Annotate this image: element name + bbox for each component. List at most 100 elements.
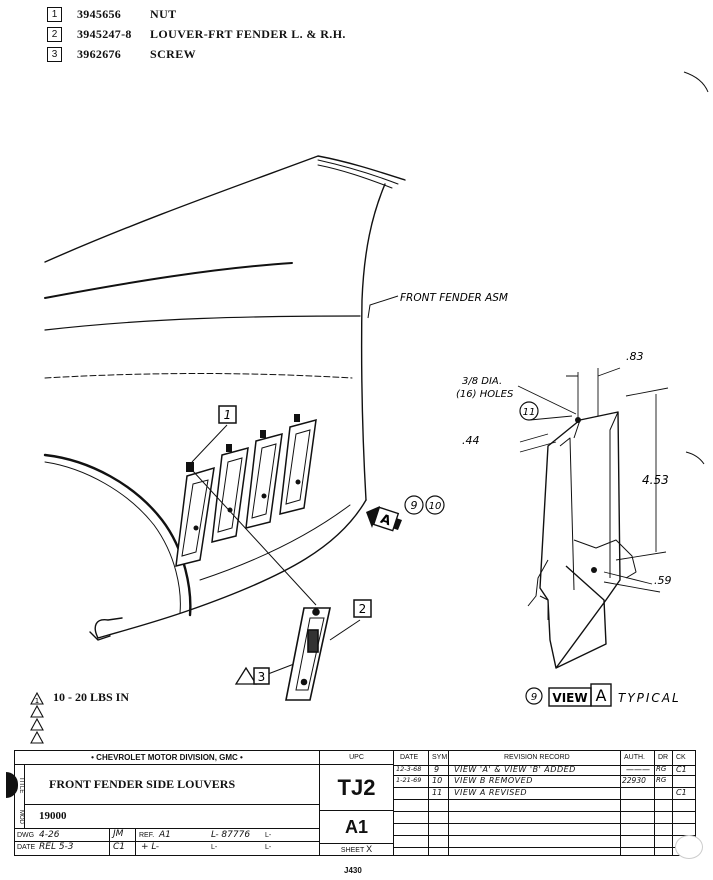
revision-header: DATE SYM REVISION RECORD AUTH. DR CK [394,751,696,766]
l-blank: L- [265,832,272,839]
rev-header-record: REVISION RECORD [504,754,570,761]
sheet-code: A1 [319,811,393,843]
revision-row: 12-3-68 9 VIEW 'A' & VIEW 'B' ADDED ——— … [394,765,696,776]
fender-drawing: A 1 2 3 9 10 FRONT FENDER ASM 11 3/ [30,71,709,744]
dwg-label: DWG [17,832,35,839]
fender-rear-edge [360,183,386,501]
rev-9-circle [404,495,424,515]
item-1-box [218,405,237,424]
louvers [175,418,317,567]
rel-initials: C1 [113,842,126,852]
view-letter: A [596,686,607,705]
rev-sym: 9 [434,765,440,774]
l-blank: L- [265,844,272,851]
view-label: VIEW [552,691,587,705]
item-11-circle [519,401,539,421]
part-description: LOUVER-FRT FENDER L. & R.H. [150,26,346,41]
parts-list: 1 3945656 NUT 2 3945247-8 LOUVER-FRT FEN… [47,4,346,64]
rev-record: VIEW A REVISED [454,788,528,797]
rev-header-dr: DR [658,754,669,761]
part-number: 3962676 [77,46,122,61]
torque-marker-number: 1 [35,697,39,705]
part-number: 3945247-8 [77,26,132,41]
dwg-initials: JM [113,829,124,839]
rev-record: VIEW B REMOVED [454,776,533,785]
rev-date: 12-3-68 [396,765,422,773]
upc-code: TJ2 [319,765,393,811]
margin-mark [683,71,709,93]
hole-dia-label: 3/8 DIA. [462,376,502,387]
l-number: L- 87776 [211,830,251,840]
item-1-label: 1 [224,408,232,422]
rev-header-date: DATE [400,754,419,761]
view-arrow-letter: A [378,512,392,529]
margin-mark [685,451,705,465]
view-rev-circle [525,687,543,705]
rev-10-circle [425,495,445,515]
sheet-label: SHEET [340,847,365,854]
dwg-info: DWG 4-26 JM REF. A1 L- 87776 L- DATE REL… [15,829,319,855]
front-fender-label: FRONT FENDER ASM [400,292,508,304]
l-blank: L- [211,844,218,851]
rev-ck: C1 [676,765,687,774]
division-label: • CHEVROLET MOTOR DIVISION, GMC • [15,751,319,765]
wheel-opening [43,453,192,617]
item-3-triangle [234,666,258,685]
rev-sym: 11 [432,788,443,797]
view-a-dimensions [517,367,669,593]
plus-l: + L- [141,842,159,852]
note-markers [30,704,44,744]
view-letter-box [590,683,612,707]
dim-453-label: 4.53 [642,473,669,487]
view-a-section [527,411,637,669]
sheet-row: SHEET X [319,843,393,855]
ref-label: REF. [139,832,155,839]
sheet-mark: X [366,844,373,854]
hole-count-label: (16) HOLES [456,389,514,400]
model-side-label: MOD [15,805,25,829]
revision-row: 1-21-69 10 VIEW B REMOVED 22930 RG [394,776,696,787]
view-rev-label: 9 [531,692,537,703]
parts-row: 2 3945247-8 LOUVER-FRT FENDER L. & R.H. [47,24,346,44]
rev-sym: 10 [432,776,443,785]
dwg-date: 4-26 [39,830,60,840]
rev-header-sym: SYM [432,754,448,761]
title-side-label: TITLE [15,765,25,805]
item-box: 1 [47,6,62,22]
item-box: 3 [47,46,62,62]
upc-label: UPC [319,751,393,765]
date-label: DATE [17,844,36,851]
title-block: • CHEVROLET MOTOR DIVISION, GMC • UPC TI… [14,750,696,856]
view-arrow-a: A [366,506,402,532]
louver-nuts [186,414,301,531]
binder-hole-mark [676,836,702,858]
rev-auth: 22930 [622,776,646,785]
rev-header-auth: AUTH. [624,754,645,761]
louver-detail [285,607,331,701]
rel-date: REL 5-3 [39,842,74,852]
item-2-box [353,599,372,618]
item-2-label: 2 [359,602,367,616]
revision-row: 11 VIEW A REVISED C1 [394,788,696,799]
dim-44-label: .44 [462,434,480,447]
rev-dr: RG [656,765,667,773]
part-number: 3945656 [77,6,122,21]
model-number: 19000 [25,805,319,829]
rev-date: 1-21-69 [396,776,422,784]
rev-9-label: 9 [411,499,418,512]
revision-record: DATE SYM REVISION RECORD AUTH. DR CK 12-… [393,751,696,855]
part-description: NUT [150,6,177,21]
view-note: TYPICAL [618,691,681,705]
page-code: J430 [344,866,362,875]
dim-59-label: .59 [654,574,672,587]
item-3-box [253,667,270,685]
ref-value: A1 [159,830,171,840]
rev-10-label: 10 [429,501,442,512]
dim-83-label: .83 [626,350,644,363]
parts-row: 3 3962676 SCREW [47,44,346,64]
torque-marker [30,691,44,705]
item-11-label: 11 [523,407,536,418]
rev-header-ck: CK [676,754,686,761]
rev-auth: ——— [626,765,650,774]
rev-dr: RG [656,776,667,784]
